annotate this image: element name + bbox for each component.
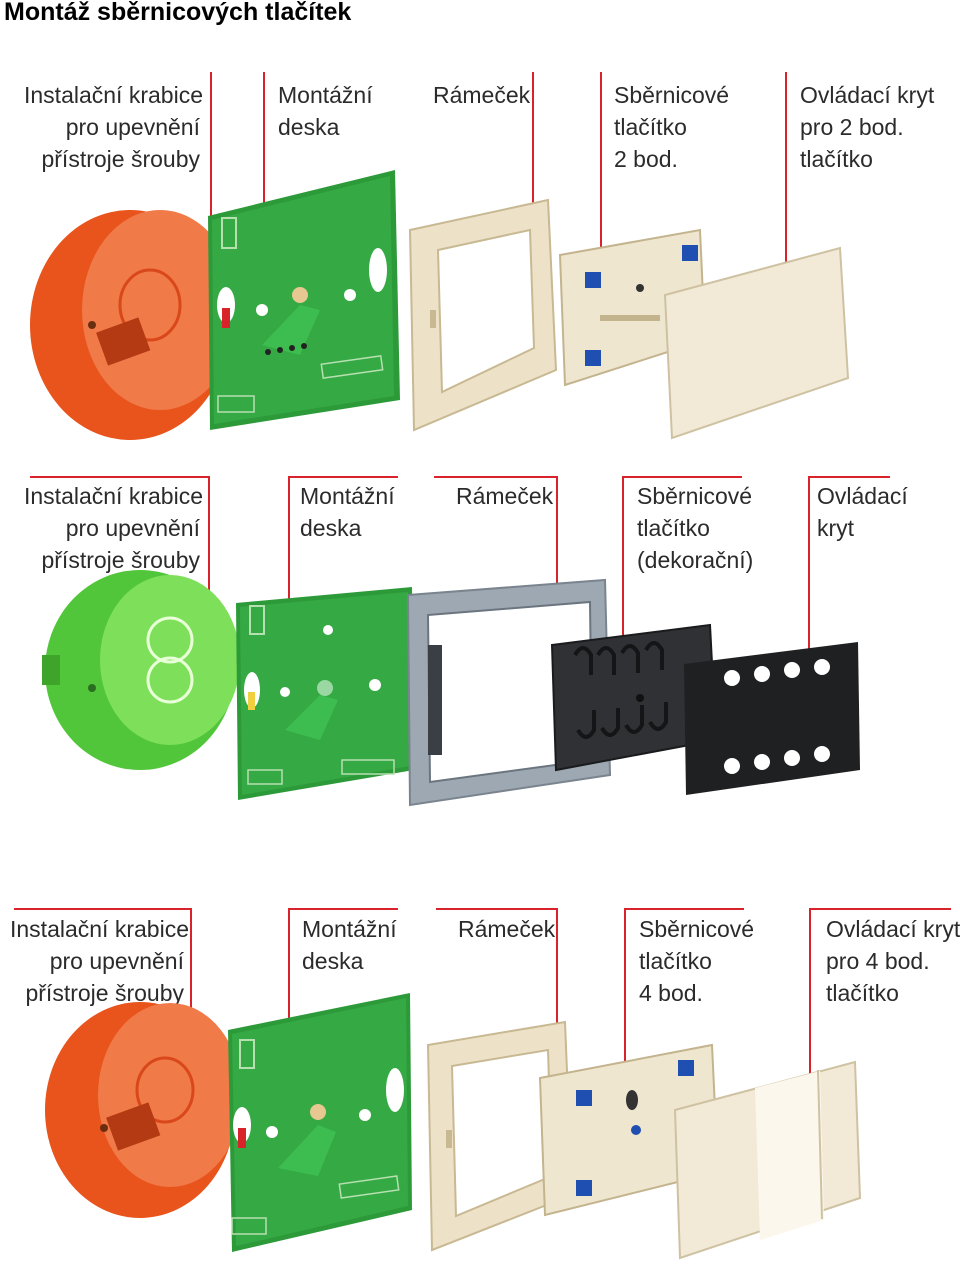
label-installation-box: Instalační krabice pro upevnění přístroj… xyxy=(24,82,203,172)
callout-line xyxy=(808,476,890,478)
callout-line xyxy=(785,72,787,304)
callout-line xyxy=(532,72,534,212)
label-control-cover: Ovládací kryt pro 4 bod. tlačítko xyxy=(826,916,960,1006)
callout-line xyxy=(263,72,265,232)
bus-button-decorative xyxy=(550,623,718,772)
installation-box-orange xyxy=(45,1002,242,1218)
callout-line xyxy=(30,476,210,478)
exploded-view-decorative xyxy=(42,570,860,807)
callout-line xyxy=(208,476,210,636)
label-bus-button: Sběrnicové tlačítko (dekorační) xyxy=(637,483,754,573)
label-installation-box: Instalační krabice pro upevnění přístroj… xyxy=(10,916,189,1006)
callout-line xyxy=(288,908,290,1063)
control-cover-2-point xyxy=(663,246,850,440)
callout-line xyxy=(190,908,192,1066)
exploded-view-4-point xyxy=(45,993,862,1260)
callout-line xyxy=(624,908,626,1118)
label-mounting-plate: Montážní deska xyxy=(278,82,373,140)
control-cover-decorative xyxy=(684,642,860,795)
mounting-plate-green xyxy=(208,170,400,430)
control-cover-4-point xyxy=(673,1060,862,1260)
frame-beige xyxy=(426,1020,574,1252)
callout-line xyxy=(210,72,212,222)
callout-line xyxy=(288,908,398,910)
callout-line xyxy=(622,476,624,686)
mounting-plate-green xyxy=(228,993,412,1252)
callout-line xyxy=(288,476,398,478)
page-title: Montáž sběrnicových tlačítek xyxy=(4,0,352,26)
label-frame: Rámeček xyxy=(458,916,556,942)
label-frame: Rámeček xyxy=(433,82,531,108)
label-control-cover: Ovládací kryt xyxy=(817,483,908,541)
frame-beige xyxy=(408,198,558,432)
label-mounting-plate: Montážní deska xyxy=(300,483,395,541)
label-bus-button: Sběrnicové tlačítko 2 bod. xyxy=(614,82,730,172)
callout-line xyxy=(809,908,951,910)
label-bus-button: Sběrnicové tlačítko 4 bod. xyxy=(639,916,755,1006)
callout-line xyxy=(556,476,558,616)
exploded-view-2-point xyxy=(30,170,850,440)
callout-line xyxy=(809,908,811,1140)
label-installation-box: Instalační krabice pro upevnění přístroj… xyxy=(24,483,203,573)
callout-line xyxy=(622,476,742,478)
callout-line xyxy=(288,476,290,631)
callout-line xyxy=(14,908,192,910)
callout-line xyxy=(624,908,744,910)
callout-line xyxy=(436,908,558,910)
callout-line xyxy=(600,72,602,287)
installation-box-green xyxy=(42,570,240,770)
callout-line xyxy=(808,476,810,706)
callout-line xyxy=(556,908,558,1048)
mounting-plate-green xyxy=(236,587,414,800)
label-mounting-plate: Montážní deska xyxy=(302,916,397,974)
installation-box-orange xyxy=(30,210,238,440)
label-control-cover: Ovládací kryt pro 2 bod. tlačítko xyxy=(800,82,935,172)
callout-line xyxy=(434,476,558,478)
label-frame: Rámeček xyxy=(456,483,554,509)
